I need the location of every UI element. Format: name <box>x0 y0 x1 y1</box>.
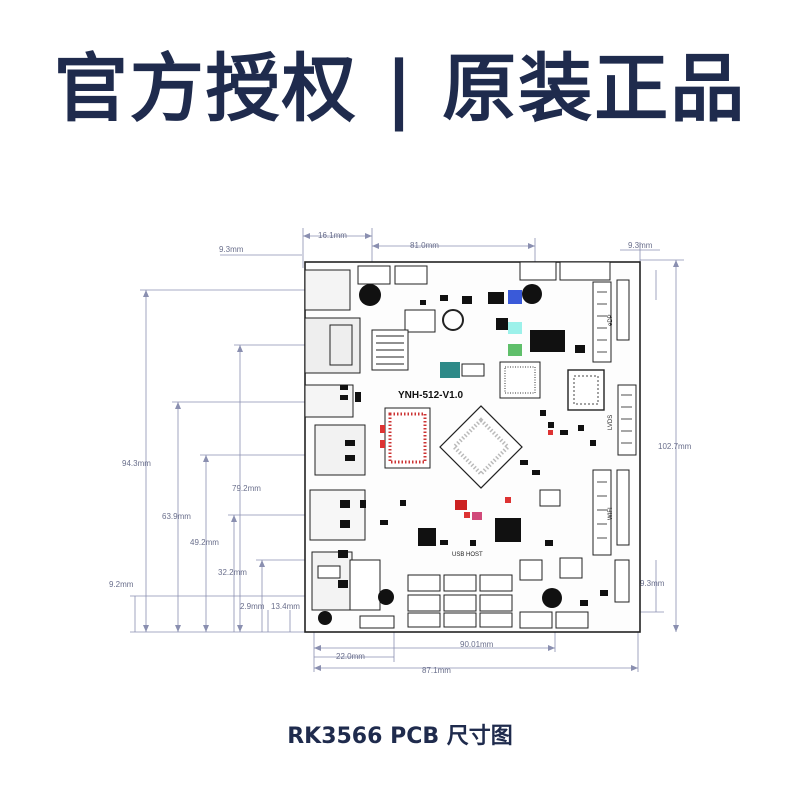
silk-usb-host: USB HOST <box>452 552 483 558</box>
pcb-board: YNH-512-V1.0 USB HOST LVDS WIFI eDP <box>304 261 641 633</box>
dim-left-2: 63.9mm <box>162 512 191 521</box>
dim-left-4: 49.2mm <box>190 538 219 547</box>
dim-right-2: 9.3mm <box>640 579 665 588</box>
dim-left-6: 9.2mm <box>109 580 134 589</box>
diagram-caption: RK3566 PCB 尺寸图 <box>287 724 513 749</box>
dim-bottom-1: 90.01mm <box>460 640 494 649</box>
page-headline: 官方授权 | 原装正品 <box>53 46 747 132</box>
dimension-lines <box>130 228 684 672</box>
silk-wifi: WIFI <box>608 507 614 520</box>
dim-left-3: 79.2mm <box>232 484 261 493</box>
dim-left-5: 32.2mm <box>218 568 247 577</box>
dim-left-8: 13.4mm <box>271 602 300 611</box>
dim-top-4: 9.3mm <box>628 241 653 250</box>
dim-top-1: 16.1mm <box>318 231 347 240</box>
dim-left-7: 2.9mm <box>240 602 265 611</box>
dim-bottom-3: 87.1mm <box>422 666 451 675</box>
dim-bottom-2: 22.0mm <box>336 652 365 661</box>
dim-right-1: 102.7mm <box>658 442 692 451</box>
silk-edp: eDP <box>608 314 614 326</box>
board-model-label: YNH-512-V1.0 <box>398 390 463 401</box>
dimension-arrows <box>143 233 679 671</box>
dim-left-1: 94.3mm <box>122 459 151 468</box>
dim-top-3: 9.3mm <box>219 245 244 254</box>
silk-lvds: LVDS <box>608 415 614 430</box>
dim-top-2: 81.0mm <box>410 241 439 250</box>
